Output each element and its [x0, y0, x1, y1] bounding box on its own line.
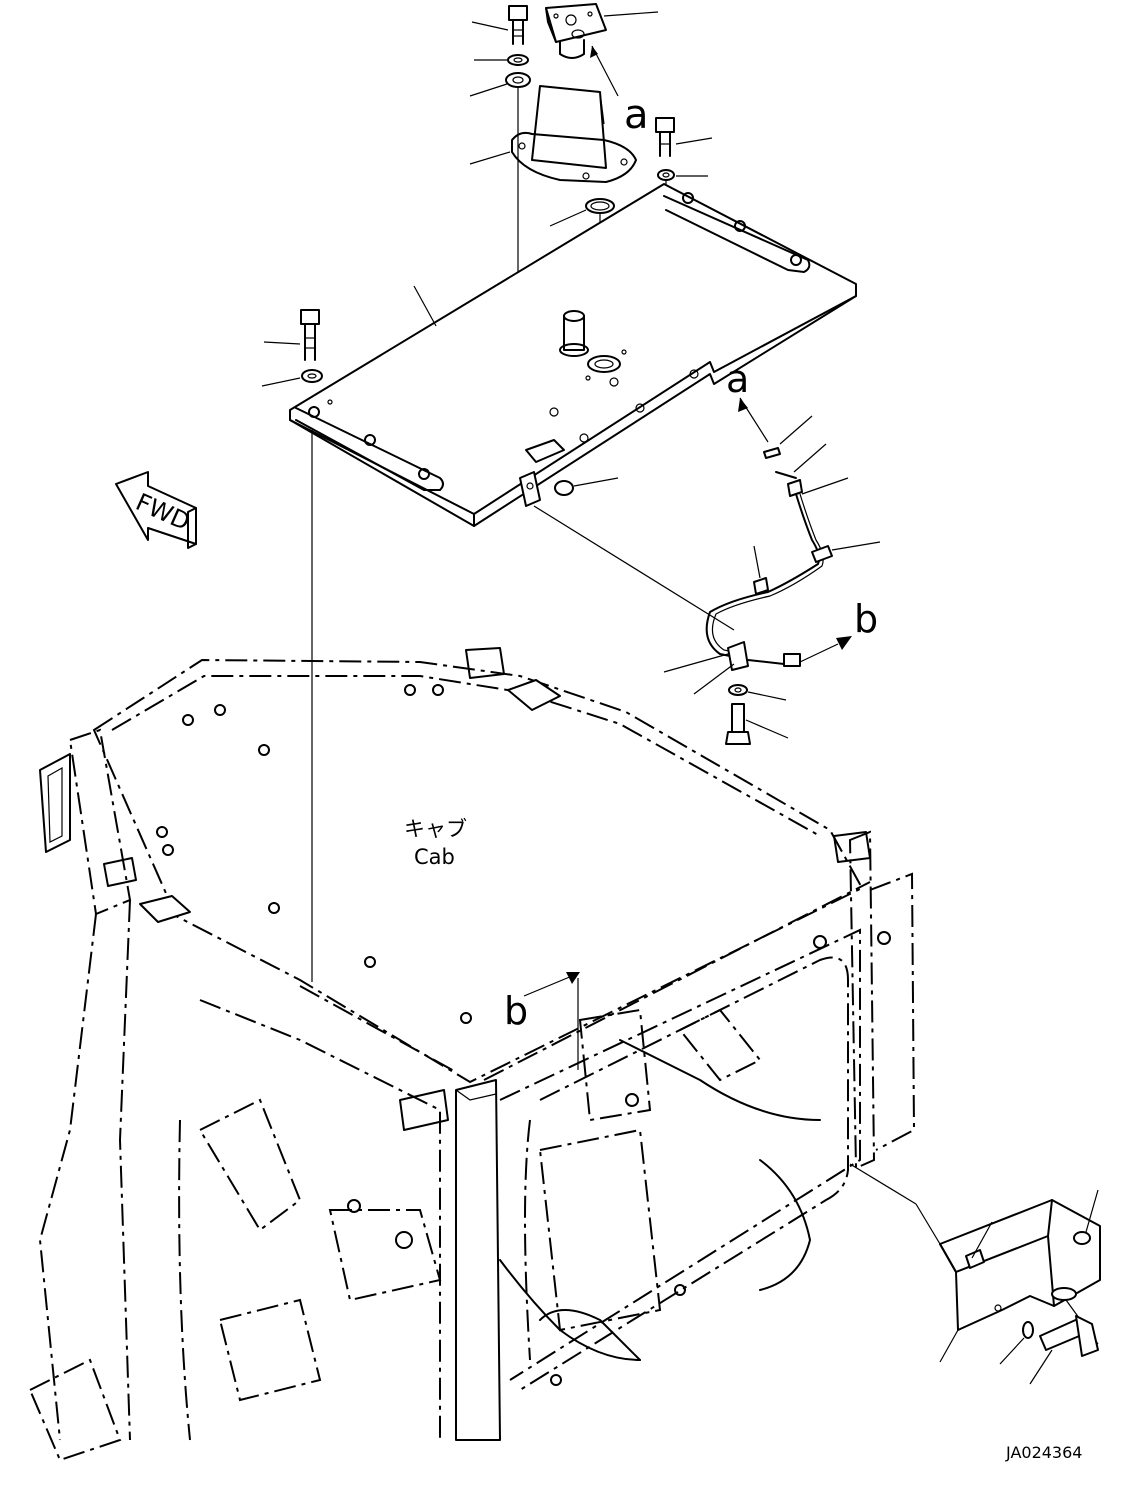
lamp-bracket — [849, 1163, 1101, 1385]
ref-a-right: a — [726, 357, 749, 401]
roof-plate — [289, 183, 857, 631]
drawing-number: JA024364 — [1005, 1443, 1082, 1462]
washer-small-top — [474, 54, 529, 66]
ref-a-top: a — [624, 92, 649, 138]
top-bolt — [471, 5, 528, 45]
ref-b-right: b — [854, 597, 878, 641]
fwd-arrow-icon: FWD — [115, 471, 197, 549]
cab-structure: キャブ Cab — [28, 647, 916, 1462]
ref-b-lower: b — [504, 972, 580, 1070]
cab-label-jp: キャブ — [404, 817, 467, 841]
washer-large-top — [469, 72, 531, 97]
ref-b-bottom: b — [504, 989, 528, 1033]
cab-label-en: Cab — [414, 845, 455, 869]
side-bolt-right — [655, 117, 713, 210]
beacon-cover — [469, 85, 637, 183]
side-bolt-left — [261, 309, 323, 982]
harness: a b — [663, 357, 881, 745]
rotating-beacon-mount — [545, 3, 659, 97]
